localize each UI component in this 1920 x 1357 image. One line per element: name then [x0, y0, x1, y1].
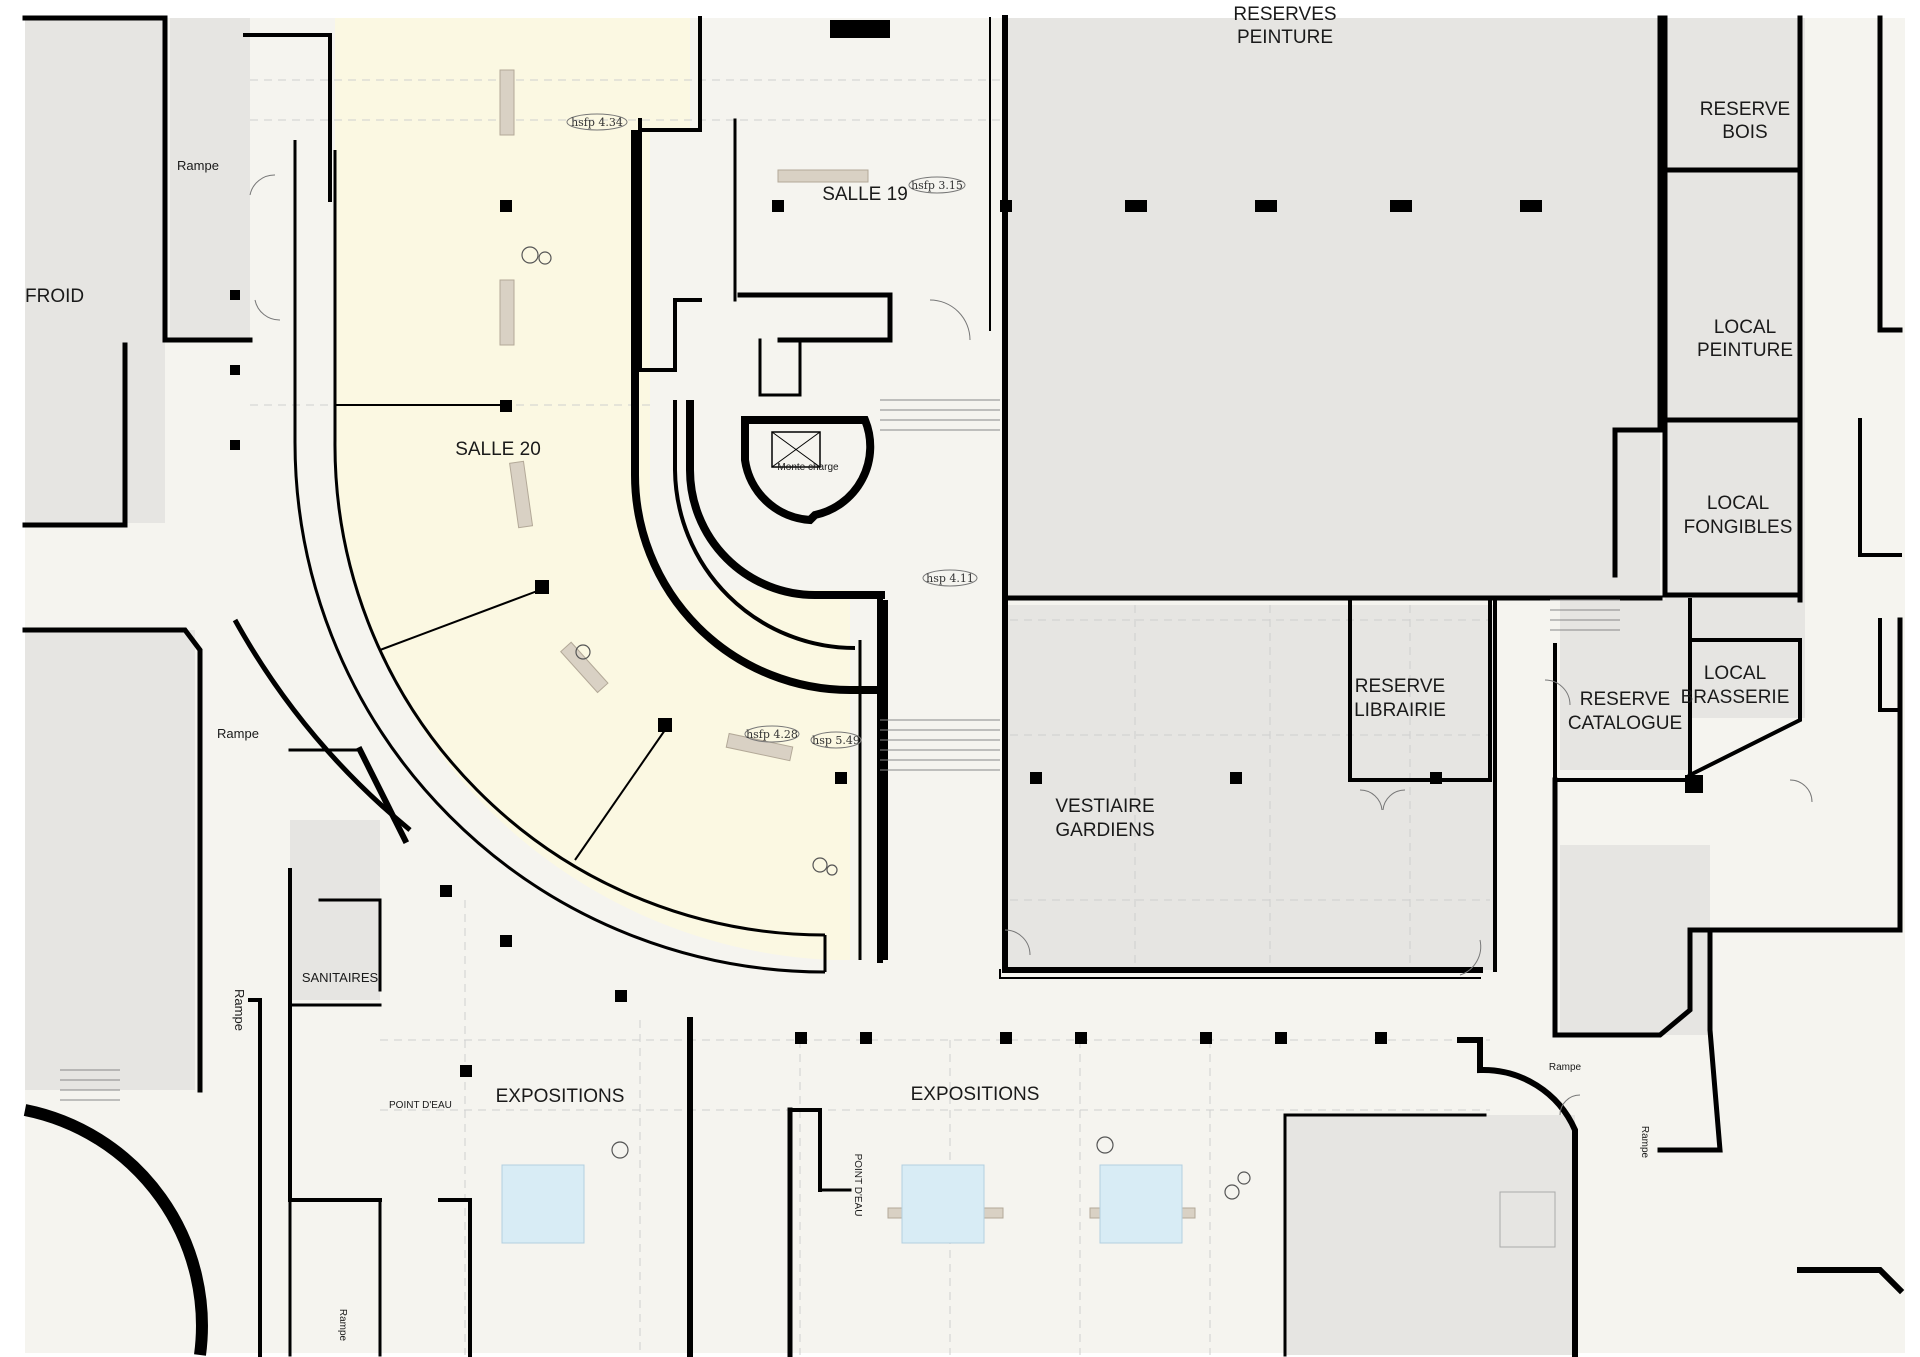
room-label-salle-20: SALLE 20	[455, 439, 541, 460]
room-label-reserve-librairie-2: LIBRAIRIE	[1354, 700, 1446, 721]
room-label-expositions-right: EXPOSITIONS	[911, 1084, 1040, 1105]
room-labels: RESERVES PEINTURE RESERVE BOIS FROID SAL…	[25, 4, 1793, 1216]
height-tags: hsfp 4.34 hsfp 3.15 hsp 4.11 hsfp 4.28 h…	[566, 113, 978, 749]
height-tag-2: hsfp 3.15	[911, 179, 963, 192]
height-tag-1: hsfp 4.34	[571, 116, 623, 129]
grey-zones	[25, 18, 1805, 1355]
room-label-monte-charge: Monte charge	[777, 462, 839, 473]
room-label-reserve-bois-2: BOIS	[1722, 122, 1767, 143]
room-label-reserve-catalogue-1: RESERVE	[1580, 689, 1670, 710]
room-label-local-fongibles-1: LOCAL	[1707, 493, 1769, 514]
height-tag-4: hsfp 4.28	[746, 728, 798, 741]
columns	[230, 20, 1703, 1077]
room-label-vestiaire-gardiens-2: GARDIENS	[1055, 820, 1154, 841]
room-label-point-eau-1: POINT D'EAU	[389, 1100, 452, 1111]
ramp-label-4: Rampe	[1549, 1062, 1582, 1073]
room-label-local-brasserie-1: LOCAL	[1704, 663, 1766, 684]
room-label-expositions-left: EXPOSITIONS	[496, 1086, 625, 1107]
ramp-label-3: Rampe	[232, 989, 247, 1031]
room-label-vestiaire-gardiens-1: VESTIAIRE	[1055, 796, 1154, 817]
room-label-froid: FROID	[25, 286, 84, 307]
vitrines	[501, 1164, 1556, 1248]
room-label-salle-19: SALLE 19	[822, 184, 908, 205]
room-label-reserve-librairie-1: RESERVE	[1355, 676, 1445, 697]
room-label-reserves-peinture-1: RESERVES	[1233, 4, 1336, 25]
room-label-local-fongibles-2: FONGIBLES	[1684, 517, 1793, 538]
room-label-local-peinture-1: LOCAL	[1714, 317, 1776, 338]
room-label-reserves-peinture-2: PEINTURE	[1237, 27, 1333, 48]
monte-charge-drum	[686, 400, 885, 599]
height-tag-3: hsp 4.11	[926, 572, 974, 585]
room-label-point-eau-2: POINT D'EAU	[852, 1154, 863, 1217]
ramp-label-1: Rampe	[177, 158, 219, 173]
room-label-local-brasserie-2: BRASSERIE	[1681, 687, 1790, 708]
room-label-local-peinture-2: PEINTURE	[1697, 340, 1793, 361]
room-label-reserve-bois-1: RESERVE	[1700, 99, 1790, 120]
stair-treads	[60, 399, 1620, 1101]
visitor-figure-icon	[521, 246, 1251, 1200]
room-label-sanitaires: SANITAIRES	[302, 970, 379, 985]
room-label-reserve-catalogue-2: CATALOGUE	[1568, 713, 1682, 734]
walls	[22, 15, 1905, 1357]
door-swing-icon	[249, 174, 1813, 1116]
ramp-label-5: Rampe	[1639, 1126, 1650, 1159]
ramp-label-2: Rampe	[217, 726, 259, 741]
salle-20-curved-walls	[23, 130, 888, 1356]
height-tag-5: hsp 5.49	[812, 734, 860, 747]
salle-20-partitions	[335, 404, 666, 861]
ramp-label-6: Rampe	[337, 1309, 348, 1342]
salle-20-floor	[334, 18, 850, 960]
ramp-labels: Rampe Rampe Rampe Rampe Rampe Rampe	[177, 158, 1650, 1342]
